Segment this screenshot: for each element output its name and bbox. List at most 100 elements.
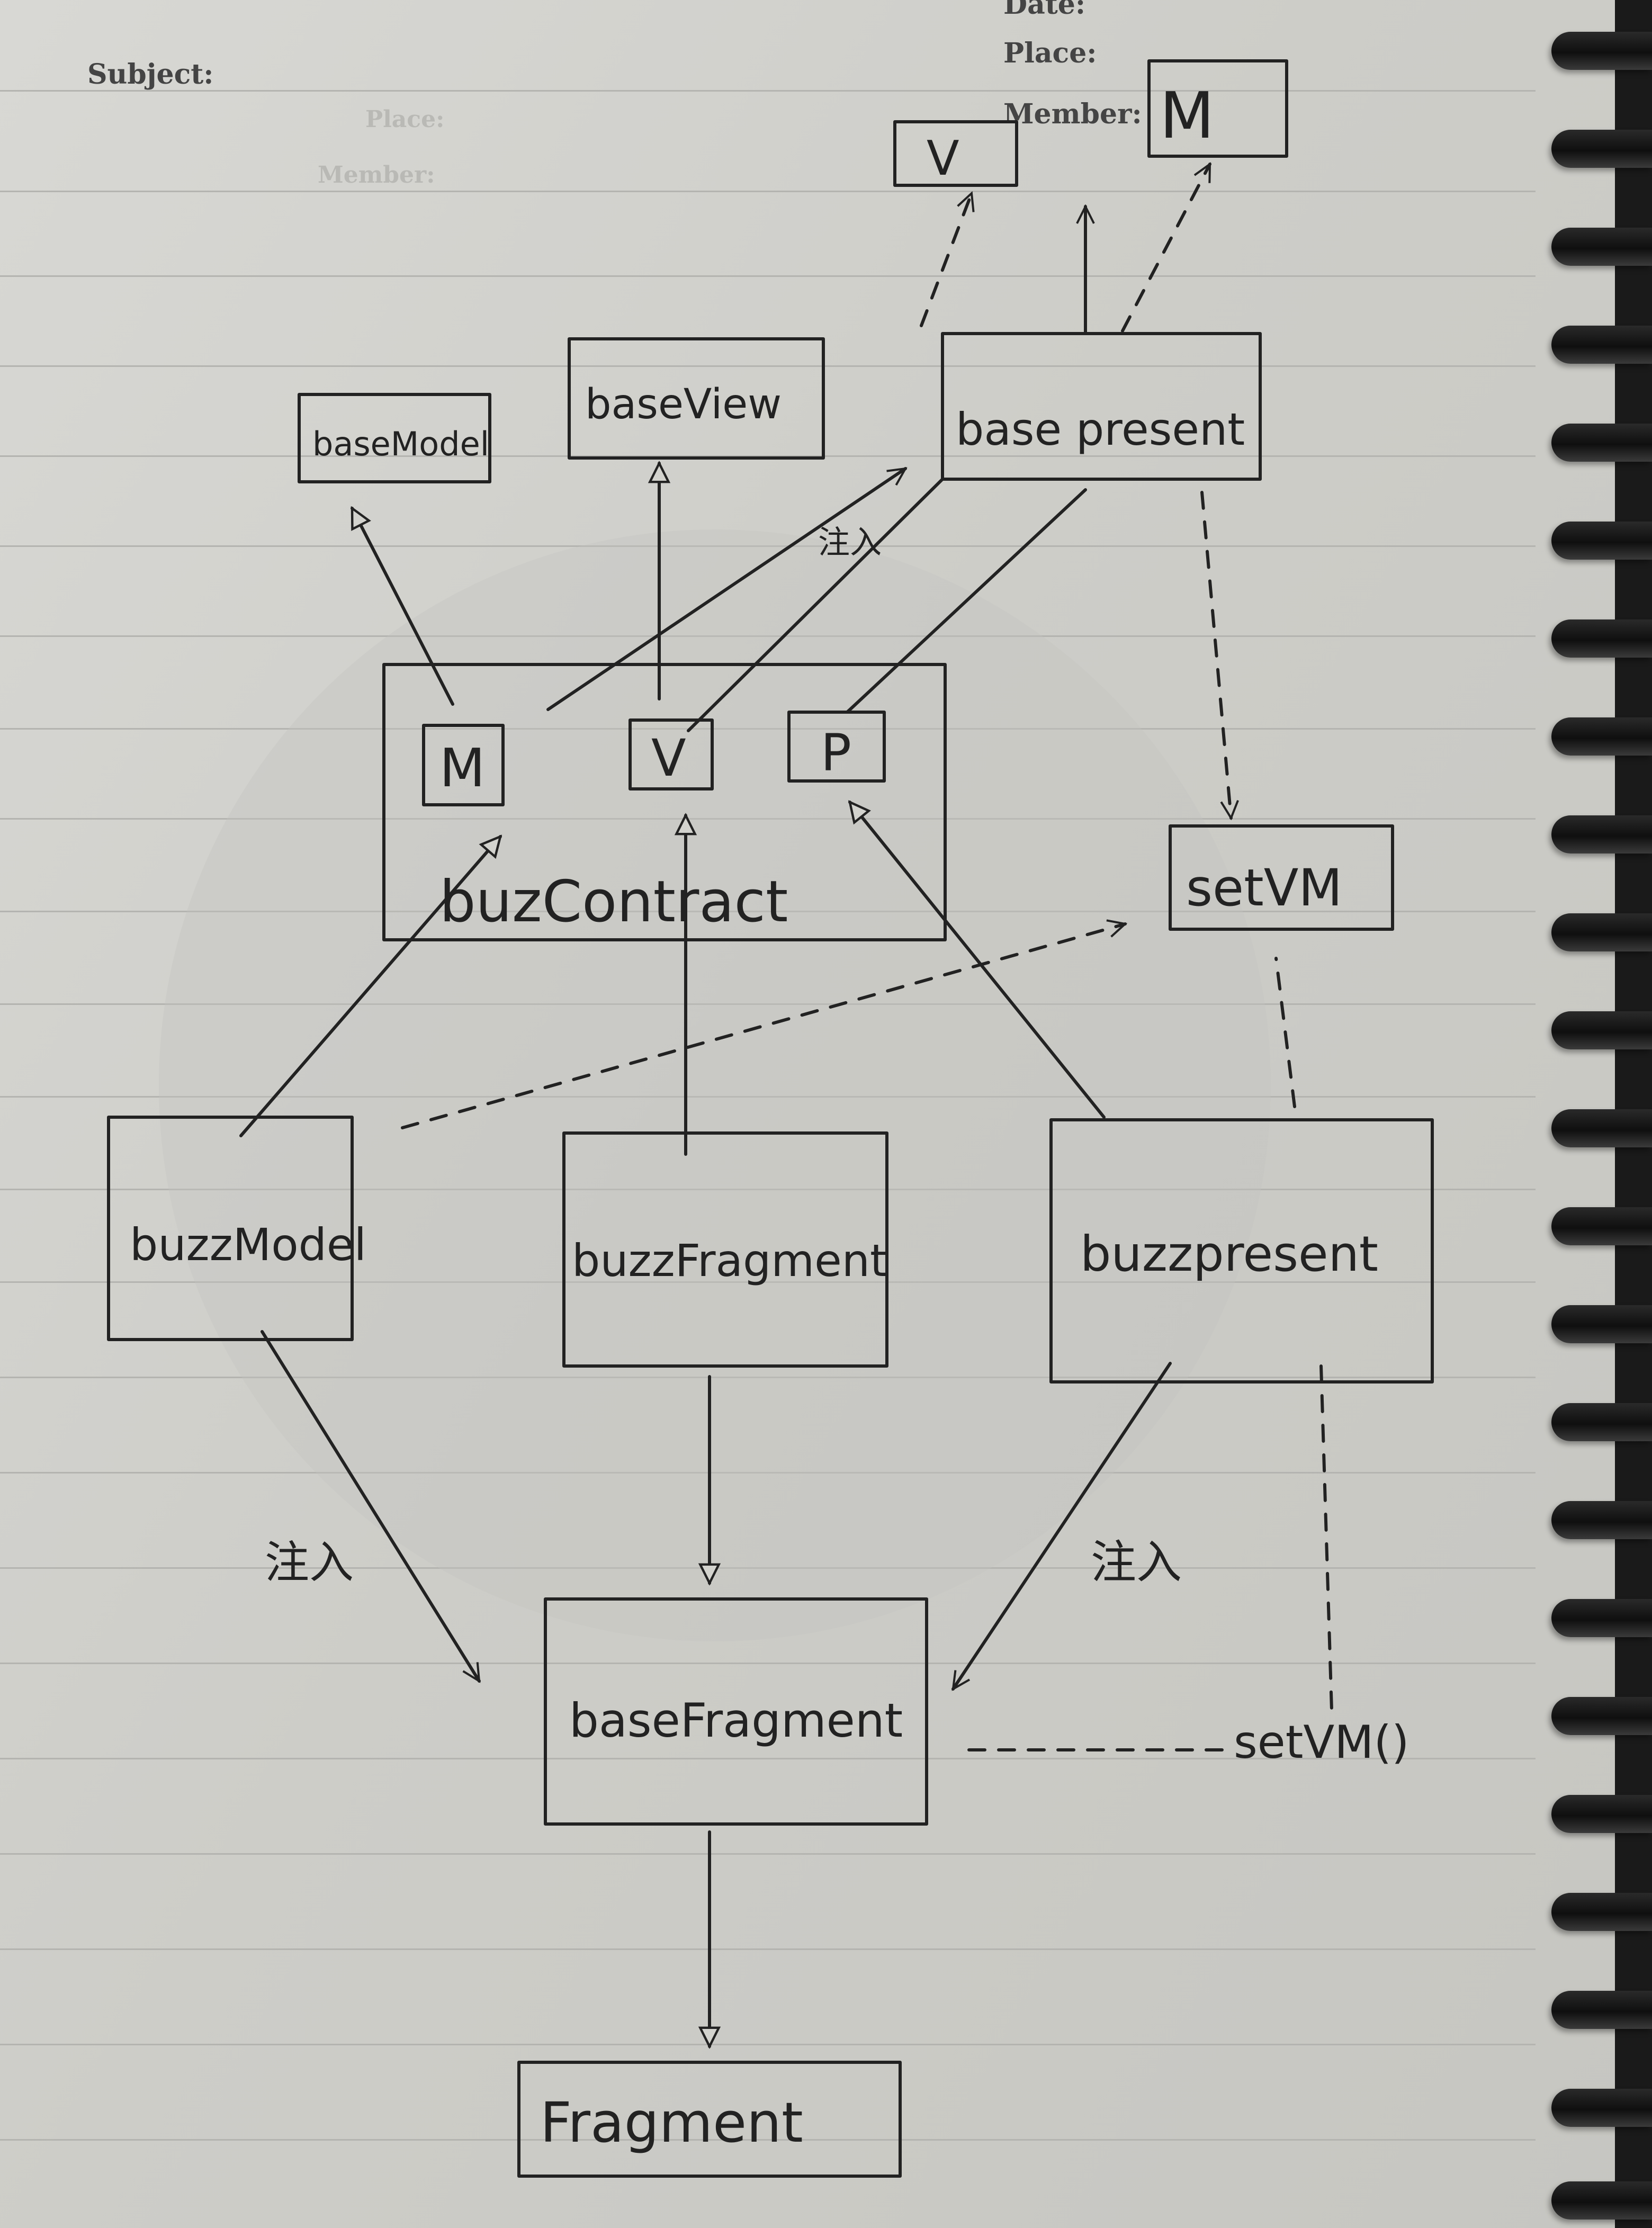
date-label: Date: (1003, 0, 1086, 21)
binding-ring (1551, 1305, 1652, 1343)
contract-v-label: V (651, 729, 686, 788)
ruled-line (0, 1948, 1536, 1950)
base-fragment-box (544, 1597, 928, 1826)
edge-v-to-base-present (687, 478, 944, 732)
contract-p-label: P (821, 723, 851, 783)
ruled-line (0, 455, 1536, 457)
base-view-label: baseView (585, 381, 782, 428)
buzz-fragment-box (562, 1131, 888, 1368)
dashed-buzz-present-to-setvm-call (1319, 1364, 1333, 1712)
base-model-box (298, 393, 491, 483)
top-v-label: V (927, 131, 959, 186)
binding-ring (1551, 717, 1652, 756)
binding-ring (1551, 2181, 1652, 2220)
binding-ring (1551, 522, 1652, 560)
dashed-base-present-to-setvm (1200, 491, 1231, 818)
setvm-label: setVM (1186, 858, 1342, 918)
ruled-line (0, 2044, 1536, 2045)
buzz-model-box (107, 1116, 354, 1341)
ruled-line (0, 191, 1536, 192)
ghost-place-label: Place: (365, 106, 445, 133)
dashed-buzz-model-to-setvm (401, 924, 1125, 1129)
binding-ring (1551, 2089, 1652, 2127)
binding-ring (1551, 1207, 1652, 1245)
edge-buzz-model-inject-base-fragment (261, 1330, 481, 1681)
ruled-line (0, 1758, 1536, 1759)
binding-ring (1551, 1109, 1652, 1147)
ruled-line (0, 1281, 1536, 1283)
contract-m-box (422, 724, 505, 806)
binding-ring (1551, 326, 1652, 364)
inject-label-top: 注入 (818, 524, 882, 561)
binding-ring (1551, 1893, 1652, 1931)
base-view-box (568, 337, 825, 460)
dashed-base-present-to-top-m (1121, 164, 1211, 333)
dashed-buzz-present-to-setvm (1274, 957, 1296, 1108)
ruled-line (0, 90, 1536, 92)
ruled-line (0, 911, 1536, 912)
base-fragment-label: baseFragment (569, 1693, 903, 1748)
fragment-box (517, 2061, 902, 2178)
buzz-contract-box (382, 663, 947, 941)
buzz-present-label: buzzpresent (1080, 1226, 1378, 1282)
top-v-box (893, 120, 1018, 187)
ruled-line (0, 635, 1536, 637)
ruled-line (0, 728, 1536, 730)
ruled-line (0, 1663, 1536, 1664)
contract-p-box (787, 711, 886, 783)
edge-m-inject-base-present (546, 467, 905, 711)
inject-label-left: 注入 (265, 1537, 354, 1588)
binding-ring (1551, 1599, 1652, 1637)
watermark-logo (159, 529, 1271, 1641)
ruled-line (0, 818, 1536, 820)
buzz-present-box (1049, 1118, 1434, 1383)
binding-ring (1551, 1403, 1652, 1441)
binding-ring (1551, 1697, 1652, 1735)
edge-buzz-present-to-p (850, 802, 1106, 1119)
base-present-box (941, 332, 1262, 481)
place-label: Place: (1003, 37, 1097, 69)
setvm-box (1169, 824, 1394, 931)
top-m-box (1147, 59, 1288, 158)
buzz-model-label: buzzModel (130, 1219, 366, 1271)
ruled-line (0, 1472, 1536, 1474)
binding-ring (1551, 228, 1652, 266)
member-label: Member: (1003, 98, 1142, 130)
ruled-line (0, 545, 1536, 547)
ruled-line (0, 365, 1536, 367)
base-model-label: baseModel (312, 425, 489, 463)
contract-m-label: M (439, 737, 485, 799)
edge-p-to-base-present (846, 488, 1087, 714)
binding-ring (1551, 1991, 1652, 2029)
binding-ring (1551, 619, 1652, 658)
binding-ring (1551, 1011, 1652, 1049)
base-present-label: base present (956, 403, 1245, 455)
fragment-label: Fragment (540, 2090, 803, 2155)
edge-buzz-model-to-m (239, 837, 500, 1137)
ruled-line (0, 1853, 1536, 1855)
buzz-contract-label: buzContract (439, 869, 788, 935)
buzz-fragment-label: buzzFragment (572, 1235, 887, 1287)
ruled-line (0, 1003, 1536, 1005)
binding-ring (1551, 32, 1652, 70)
ruled-line (0, 1189, 1536, 1190)
ruled-line (0, 1096, 1536, 1098)
binding-ring (1551, 130, 1652, 168)
dashed-base-present-to-top-v (920, 193, 972, 327)
edge-m-to-base-model (351, 508, 454, 706)
edge-buzz-present-inject-base-fragment (951, 1362, 1172, 1689)
ruled-line (0, 1377, 1536, 1378)
ghost-member-label: Member: (318, 161, 435, 188)
top-m-label: M (1160, 79, 1215, 153)
binding-ring (1551, 913, 1652, 951)
contract-v-box (629, 718, 714, 790)
binding-ring (1551, 424, 1652, 462)
binding-ring (1551, 1795, 1652, 1833)
inject-label-right: 注入 (1091, 1536, 1182, 1589)
subject-label: Subject: (87, 58, 214, 91)
binding-ring (1551, 815, 1652, 854)
ruled-line (0, 2139, 1536, 2141)
setvm-call-label: setVM() (1234, 1716, 1409, 1769)
